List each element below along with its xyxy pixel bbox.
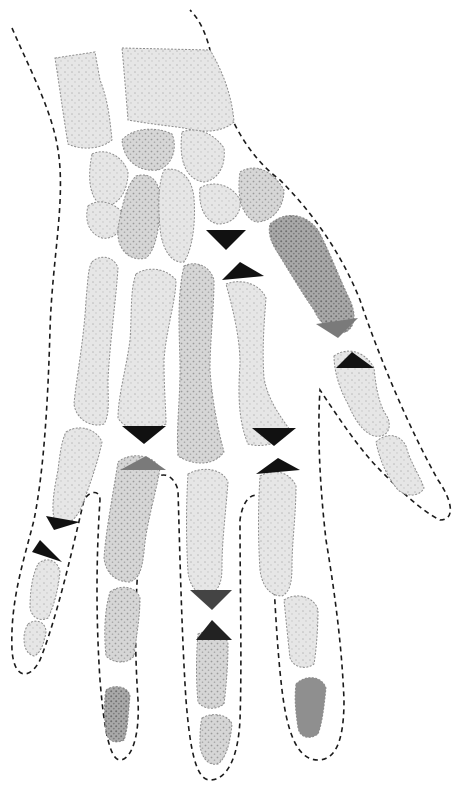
marker-triangle [256, 458, 300, 474]
metacarpal-ring [118, 269, 176, 429]
marker-triangle [32, 540, 62, 562]
index-middle-phalanx [284, 596, 318, 667]
metacarpal-little [74, 257, 118, 425]
ulna-bone [55, 52, 112, 148]
radius-bone [122, 48, 234, 131]
ring-distal-phalanx [105, 687, 131, 742]
metacarpal-thumb [269, 215, 354, 332]
ring-proximal-phalanx [104, 456, 160, 582]
marker-triangle [206, 230, 246, 250]
ring-middle-phalanx [105, 587, 140, 662]
middle-distal-phalanx [200, 715, 232, 765]
carpal-bone [90, 152, 128, 206]
carpal-bone [122, 129, 174, 170]
little-proximal-phalanx [53, 428, 102, 525]
metacarpal-index [226, 282, 290, 446]
carpal-bone [159, 169, 195, 262]
marker-triangle [122, 426, 166, 444]
metacarpal-middle [177, 264, 224, 463]
index-proximal-phalanx [259, 472, 297, 596]
little-middle-phalanx [30, 560, 60, 620]
marker-triangle [196, 620, 232, 640]
carpal-bone [239, 168, 284, 222]
marker-triangle [190, 590, 232, 610]
marker-triangle [222, 262, 264, 280]
middle-middle-phalanx [197, 631, 229, 708]
middle-proximal-phalanx [187, 469, 229, 594]
carpal-bone [200, 184, 241, 224]
thumb-distal-phalanx [376, 436, 424, 495]
index-distal-phalanx [295, 678, 326, 738]
carpal-bone [181, 130, 224, 182]
